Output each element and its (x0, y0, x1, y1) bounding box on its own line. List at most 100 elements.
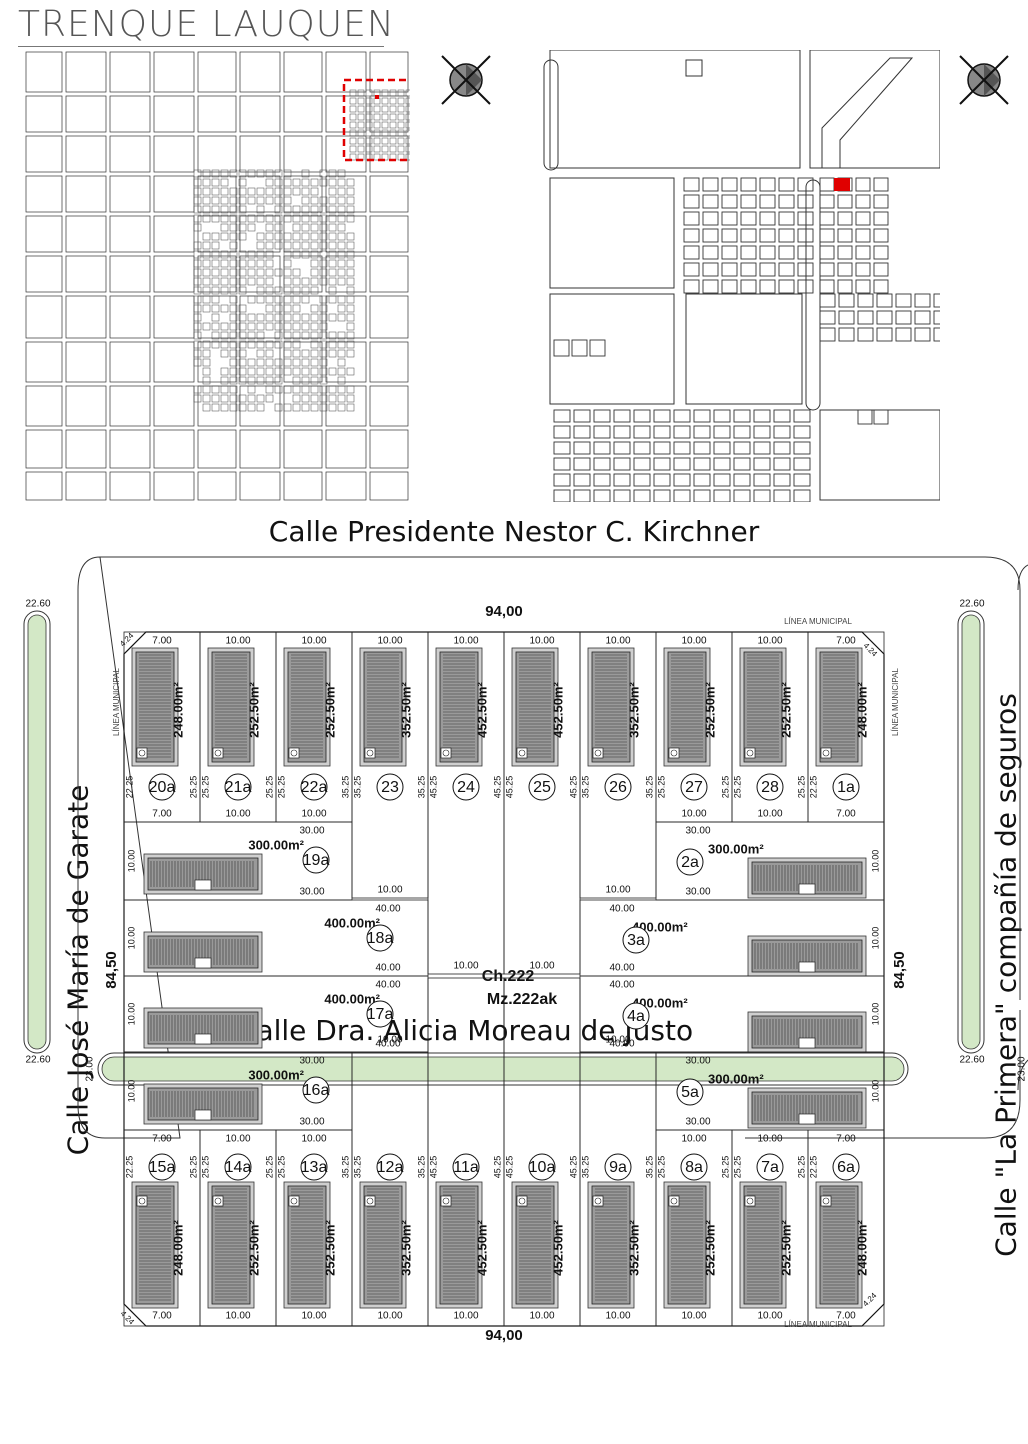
map-lot (365, 121, 373, 129)
map-lot (365, 113, 373, 121)
map-lot (349, 89, 357, 97)
map-lot (373, 153, 381, 161)
map-lot (357, 145, 365, 153)
map-lot (211, 331, 220, 340)
map-lot (202, 178, 211, 187)
lot-label-9a-circle (604, 1153, 632, 1181)
map-lot (773, 425, 791, 439)
map-lot (653, 473, 671, 487)
map-lot (301, 358, 310, 367)
map-lot (274, 187, 283, 196)
map-lot (274, 295, 283, 304)
map-lot (193, 286, 202, 295)
map-lot (397, 121, 405, 129)
house-4a-fixture (798, 1037, 816, 1049)
map-lot (283, 304, 292, 313)
map-lot (773, 473, 791, 487)
map-lot (753, 441, 771, 455)
lot-front-10a: 10.00 (529, 1311, 554, 1322)
map-lot (256, 295, 265, 304)
lot-back-4a: 40.00 (609, 1039, 634, 1050)
map-lot (238, 214, 247, 223)
lot-label-4a-circle (622, 1002, 650, 1030)
map-lot (778, 177, 795, 192)
map-lot (274, 331, 283, 340)
lot-area-6a: 248.00m² (854, 1220, 869, 1276)
house-28-fixture (744, 747, 756, 759)
map-lot (193, 358, 202, 367)
north-arrow-right (959, 55, 1009, 105)
map-lot (265, 268, 274, 277)
map-lot (346, 250, 355, 259)
map-lot (346, 196, 355, 205)
lot-area-7a: 252.50m² (778, 1220, 793, 1276)
lot-label-20a-number: 20a (149, 779, 176, 796)
map-lot (247, 394, 256, 403)
map-lot (310, 232, 319, 241)
map-block (65, 95, 107, 133)
map-lot (346, 268, 355, 277)
map-lot (759, 279, 776, 294)
map-block (197, 51, 237, 93)
lot-back-7a: 10.00 (757, 1134, 782, 1145)
lot-back-15a: 7.00 (152, 1134, 172, 1145)
map-lot (337, 205, 346, 214)
lot-depth-10a: 45.25 (504, 1156, 514, 1179)
house-15a-fixture (136, 1195, 148, 1207)
map-lot (283, 259, 292, 268)
house-22a-roof-hatch (291, 654, 323, 758)
map-lot (319, 322, 328, 331)
lot-label-26-number: 26 (609, 779, 627, 796)
lot-width-16a: 10.00 (126, 1080, 136, 1103)
map-lot (328, 178, 337, 187)
house-28-fixture-ring (746, 749, 754, 757)
map-lot (328, 259, 337, 268)
map-lot (740, 177, 757, 192)
map-lot (713, 441, 731, 455)
map-lot (365, 97, 373, 105)
map-lot (693, 425, 711, 439)
map-lot (693, 441, 711, 455)
lot-width-5a: 10.00 (870, 1080, 880, 1103)
map-lot (220, 367, 229, 376)
map-lot (220, 340, 229, 349)
map-lot (346, 286, 355, 295)
lot-label-12a-number: 12a (377, 1159, 404, 1176)
map-lot (793, 457, 811, 471)
lot-depth2-20a: 25.25 (188, 776, 198, 799)
map-lot (202, 250, 211, 259)
map-lot (593, 425, 611, 439)
map-lot (256, 403, 265, 412)
map-lot (346, 403, 355, 412)
lot-label-2a-circle (676, 848, 704, 876)
map-lot (857, 327, 874, 342)
map-lot (346, 349, 355, 358)
map-lot (753, 425, 771, 439)
map-lot (319, 205, 328, 214)
map-lot (283, 295, 292, 304)
map-lot (337, 259, 346, 268)
house-20a (135, 651, 175, 763)
map-lot (357, 89, 365, 97)
map-lot (310, 241, 319, 250)
map-lot (265, 358, 274, 367)
map-block (369, 175, 409, 213)
house-9a-fixture-ring (594, 1197, 602, 1205)
map-lot (238, 187, 247, 196)
lot-label-10a-number: 10a (529, 1159, 556, 1176)
map-block (283, 471, 323, 501)
map-lot (319, 313, 328, 322)
map-lot (328, 286, 337, 295)
map-lot (256, 358, 265, 367)
house-28 (743, 651, 783, 763)
lot-back-20a: 7.00 (152, 809, 172, 820)
house-15a-roof-hatch (139, 1188, 171, 1301)
map-lot (301, 205, 310, 214)
house-23-roof-hatch (367, 654, 399, 758)
map-lot (283, 385, 292, 394)
map-lot (328, 340, 337, 349)
lot-back-14a: 10.00 (225, 1134, 250, 1145)
house-24-fixture-ring (442, 749, 450, 757)
map-lot (759, 228, 776, 243)
lot-label-19a-number: 19a (303, 852, 330, 869)
